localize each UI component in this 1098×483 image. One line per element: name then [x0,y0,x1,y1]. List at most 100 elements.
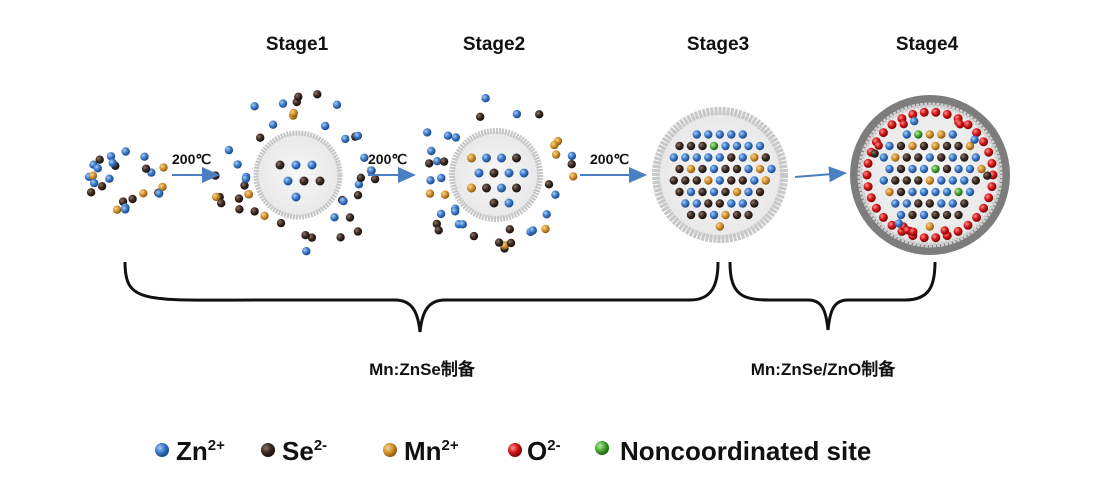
se-ion [698,164,707,174]
zn-ion [721,141,730,151]
zn-ion [894,219,903,228]
zn-ion [885,141,894,151]
zn-ion [551,190,560,199]
se-ion [506,238,516,248]
se-ion [439,157,449,166]
zn-ion [451,133,460,142]
o-ion [984,193,994,203]
o-ion [878,128,888,138]
se-ion [744,210,753,220]
zn-ion [354,180,364,189]
se-ion [425,159,434,168]
stage3-nanocrystal-shell [652,107,788,243]
mn-ion [425,189,435,198]
se-ion [276,218,286,228]
mn-ion [925,130,934,139]
se-ion [544,180,554,189]
mn-ion [925,222,934,231]
se-ion [356,173,366,182]
zn-ion [341,134,350,144]
zn-ion [437,173,446,183]
zn-ion [908,187,917,197]
se-ion [721,187,730,197]
mn-ion [750,153,759,162]
mn-ion [467,153,476,163]
noncoordinated-site-icon [595,441,609,455]
se-ion [234,194,244,203]
legend-label-se: Se2- [282,436,327,466]
zn-ion [715,176,724,185]
se-ion [315,176,325,186]
se-ion [761,153,770,162]
arrow-1-label: 200℃ [172,151,211,167]
zn-ion [241,174,250,183]
zn-ion [709,164,719,174]
se-ion [235,205,244,214]
zn-ion [283,176,293,186]
zn-ion [278,99,288,108]
se-ion [954,141,963,151]
o-ion [963,220,973,230]
o-ion [972,128,982,138]
se-ion [675,141,684,151]
o-ion [953,226,963,236]
se-ion [512,153,521,163]
mn-ion [925,176,934,185]
zn-ion [902,199,911,208]
se-ion [489,168,499,178]
mn-ion [550,140,559,150]
se-ion [692,176,701,185]
se-ion [727,153,736,162]
zn-ion [542,210,551,219]
se-ion [942,164,952,174]
zn-ion [879,153,888,162]
mn-ion [551,150,561,159]
mn-ion [88,171,98,180]
zn-ion [937,176,946,185]
zn-ion [692,153,701,162]
zn-ion [451,207,460,216]
zn-ion [140,152,149,161]
se-ion [698,141,707,151]
zn-ion [105,174,114,183]
zn-ion [931,187,940,197]
zn-ion [767,164,776,174]
zn-ion [954,164,963,174]
zn-ion [330,213,339,222]
se-ion [294,92,303,102]
zn-ion [896,210,906,220]
zn-ion [291,192,301,202]
se-ion [750,199,759,208]
zn-ion [948,176,957,185]
zn-ion [528,226,537,235]
mn-ion [908,141,917,151]
o-ion [987,182,997,192]
mn-ion [139,189,148,198]
se-ion [698,210,707,220]
legend-item-se: Se2- [261,436,327,466]
zn-ion [965,187,975,197]
se-ion [250,207,259,216]
se-ion [86,188,96,197]
se-ion [896,141,906,151]
zn-ion [121,147,130,156]
zn-ion [291,160,301,170]
se-ion [494,238,504,247]
zn-ion [353,131,363,140]
zn-ion [692,199,701,208]
zn-ion [681,153,690,162]
se-ion [914,199,923,208]
zn-ion [709,210,719,220]
se-ion [686,210,696,220]
se-ion [505,225,514,234]
zn-ion [715,130,724,139]
se-ion [942,210,952,220]
mn-ion [211,192,221,202]
zn-ion [121,205,130,214]
o-ion [955,120,965,129]
se-ion [476,112,485,122]
legend-label-zn: Zn2+ [176,436,225,466]
se-ion [738,176,747,185]
